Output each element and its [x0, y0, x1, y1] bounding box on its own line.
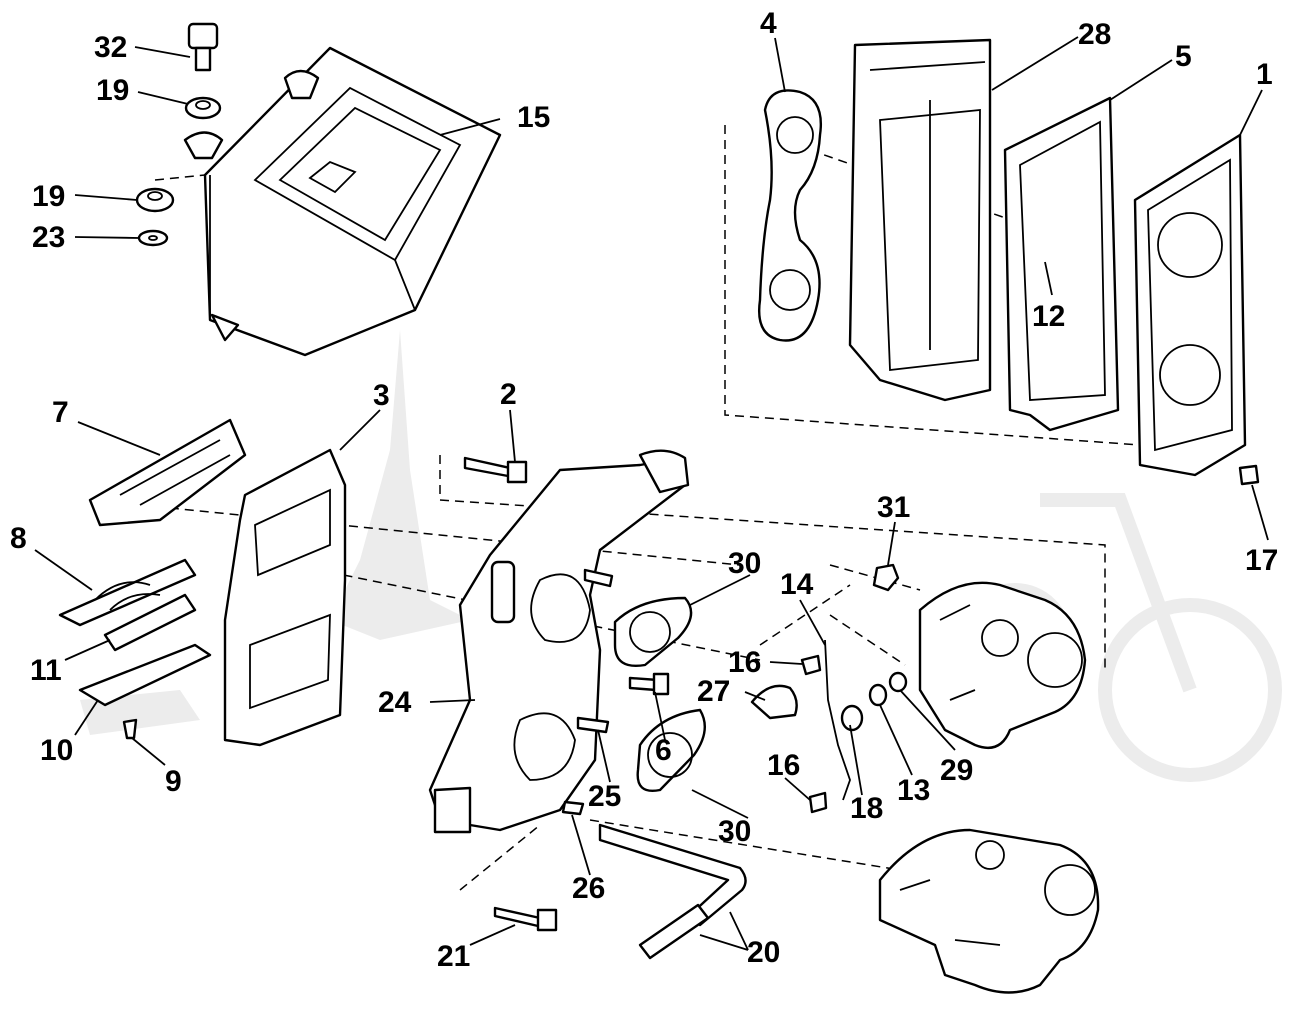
reed-plate	[78, 643, 212, 707]
reed-petals	[58, 558, 197, 627]
callout-8: 8	[10, 522, 27, 555]
leader-lines	[34, 36, 1269, 951]
callout-1: 1	[1256, 58, 1273, 91]
callout-20: 20	[747, 936, 780, 969]
callout-19-lower: 19	[32, 180, 65, 213]
callout-7: 7	[52, 396, 69, 429]
screw-9	[122, 718, 138, 740]
air-silencer-cover	[1133, 133, 1247, 477]
callout-19-upper: 19	[96, 74, 129, 107]
callout-3: 3	[373, 379, 390, 412]
callout-11: 11	[30, 654, 62, 687]
screw	[187, 22, 219, 72]
carburetor-gasket-upper	[613, 596, 693, 667]
callout-15: 15	[517, 101, 550, 134]
nut-31	[872, 563, 900, 592]
screw-18	[840, 704, 864, 732]
callout-30-upper: 30	[728, 547, 761, 580]
fitting-26	[561, 800, 585, 816]
grommet-lower	[135, 187, 175, 213]
air-silencer-gasket	[758, 89, 822, 342]
callout-21: 21	[437, 940, 470, 973]
callout-24: 24	[378, 686, 412, 719]
callout-5: 5	[1175, 40, 1192, 73]
callout-29: 29	[940, 754, 973, 787]
clip-27	[750, 684, 798, 720]
callout-13: 13	[897, 774, 930, 807]
callout-2: 2	[500, 378, 517, 411]
screw-6	[628, 672, 670, 696]
stud-upper	[583, 568, 614, 588]
washer-13	[868, 683, 888, 707]
callout-17: 17	[1245, 544, 1278, 577]
cover-gasket	[1003, 96, 1120, 432]
callout-25: 25	[588, 780, 621, 813]
reed-stop	[103, 593, 197, 652]
callout-28: 28	[1078, 18, 1111, 51]
callout-12: 12	[1032, 300, 1065, 333]
callout-27: 27	[697, 675, 730, 708]
callout-16-lower: 16	[767, 749, 800, 782]
grommet	[184, 96, 222, 120]
callout-10: 10	[40, 734, 73, 767]
callout-4: 4	[760, 7, 777, 40]
callout-31: 31	[877, 491, 910, 524]
carburetor-gasket-lower	[636, 708, 706, 792]
screw-21	[493, 906, 558, 932]
callout-labels: 32 19 15 19 23 4 28 5 1 12 17 7 3 2 31 3…	[10, 7, 1278, 973]
stud-25	[576, 716, 610, 734]
air-silencer-base	[183, 46, 502, 357]
link-rod-14	[824, 639, 851, 801]
callout-23: 23	[32, 221, 65, 254]
callout-14: 14	[780, 568, 814, 601]
clip-16-upper	[800, 654, 822, 676]
screw-2	[463, 456, 528, 484]
nut-29	[888, 671, 908, 693]
reed-block	[88, 418, 247, 527]
callout-32: 32	[94, 31, 127, 64]
carburetor-upper	[918, 581, 1087, 750]
callout-9: 9	[165, 765, 182, 798]
screw-17	[1238, 464, 1260, 486]
callout-6: 6	[655, 734, 672, 767]
callout-30-lower: 30	[718, 815, 751, 848]
carburetor-lower	[878, 828, 1100, 994]
intake-manifold	[428, 449, 690, 834]
air-silencer-case	[848, 38, 992, 402]
washer	[137, 229, 169, 247]
assembly-lines	[139, 125, 1141, 891]
callout-18: 18	[850, 792, 883, 825]
clip-16-lower	[808, 791, 828, 814]
callout-16-upper: 16	[728, 646, 761, 679]
reed-block-gasket	[223, 448, 347, 747]
callout-26: 26	[572, 872, 605, 905]
hose-20	[598, 823, 747, 960]
